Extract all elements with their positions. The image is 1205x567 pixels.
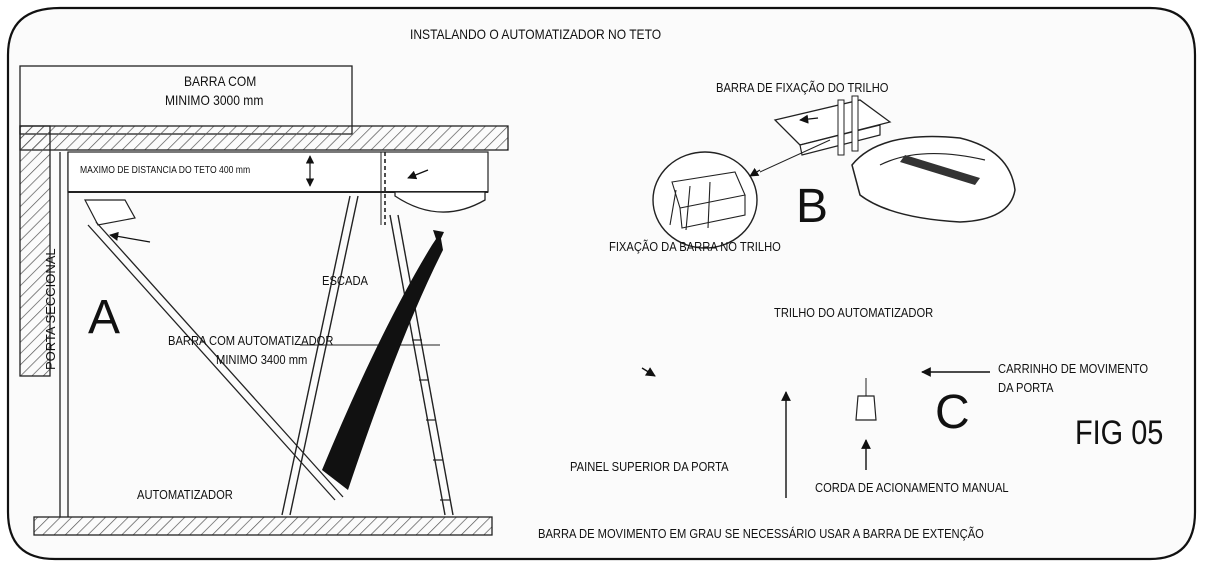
label-trolley-line1: CARRINHO DE MOVIMENTO bbox=[998, 361, 1149, 376]
panel-b-drawing bbox=[652, 95, 1016, 249]
outer-frame bbox=[6, 6, 1197, 561]
panel-c-drawing bbox=[641, 367, 990, 498]
label-angle-bar: BARRA DE MOVIMENTO EM GRAU SE NECESSÁRIO… bbox=[538, 526, 984, 541]
label-trolley-line2: DA PORTA bbox=[998, 380, 1054, 395]
panel-a-drawing bbox=[19, 65, 509, 536]
panel-c-letter: C bbox=[935, 386, 970, 439]
figure-label: FIG 05 bbox=[1075, 414, 1164, 452]
label-bar-min-line2: MINIMO 3000 mm bbox=[165, 92, 264, 108]
label-bar-operator-line2: MINIMO 3400 mm bbox=[216, 352, 308, 367]
label-operator: AUTOMATIZADOR bbox=[137, 487, 233, 502]
label-ladder: ESCADA bbox=[322, 273, 368, 288]
label-manual-cord: CORDA DE ACIONAMENTO MANUAL bbox=[815, 480, 1009, 495]
label-sectional-door: PORTA SECCIONAL bbox=[43, 248, 58, 370]
label-bar-to-rail: FIXAÇÃO DA BARRA NO TRILHO bbox=[609, 239, 781, 254]
panel-b-letter: B bbox=[796, 180, 829, 233]
label-operator-rail: TRILHO DO AUTOMATIZADOR bbox=[774, 305, 934, 320]
diagram-title: INSTALANDO O AUTOMATIZADOR NO TETO bbox=[410, 26, 662, 42]
label-bar-min-line1: BARRA COM bbox=[184, 73, 257, 89]
panel-a-letter: A bbox=[88, 291, 121, 344]
label-rail-fixing-bar: BARRA DE FIXAÇÃO DO TRILHO bbox=[716, 80, 889, 95]
label-bar-operator-line1: BARRA COM AUTOMATIZADOR bbox=[168, 333, 334, 348]
label-top-panel: PAINEL SUPERIOR DA PORTA bbox=[570, 459, 729, 474]
label-max-distance: MAXIMO DE DISTANCIA DO TETO 400 mm bbox=[80, 165, 251, 176]
